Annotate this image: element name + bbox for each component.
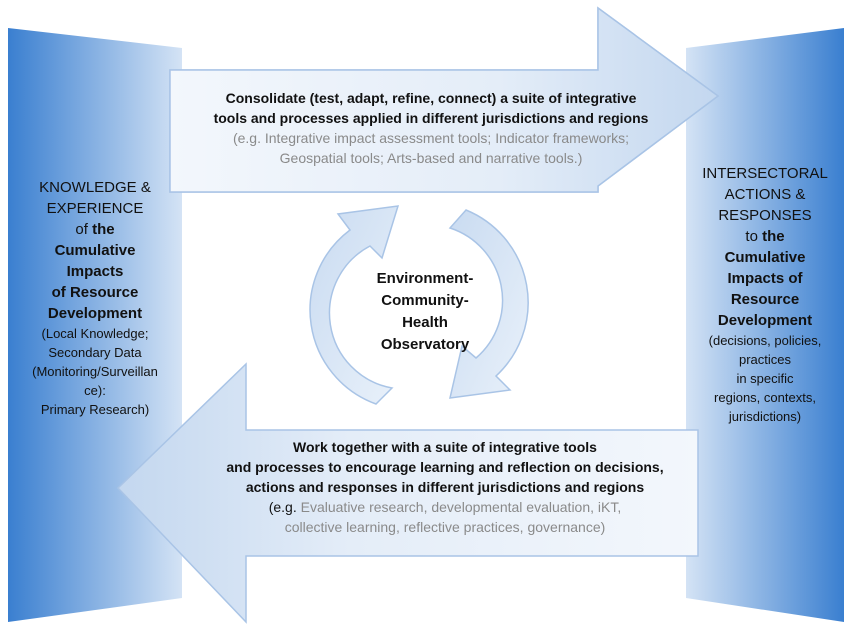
right-sub-1: (decisions, policies,	[708, 333, 822, 348]
left-sub-3: (Monitoring/Surveillan	[32, 364, 158, 379]
left-heading-5: Impacts	[66, 263, 124, 280]
right-sub-2: practices	[738, 352, 792, 367]
right-heading-5: Cumulative	[724, 249, 806, 266]
center-line-1: Environment-	[376, 270, 474, 287]
right-heading-3: RESPONSES	[718, 207, 812, 224]
bottom-arrow-line-1: Work together with a suite of integrativ…	[293, 439, 597, 455]
bottom-arrow-example-2: collective learning, reflective practice…	[284, 519, 606, 535]
left-heading-6: of Resource	[51, 284, 139, 301]
left-sub-2: Secondary Data	[48, 345, 142, 360]
top-arrow-line-1: Consolidate (test, adapt, refine, connec…	[225, 90, 637, 106]
bottom-arrow-text: Work together with a suite of integrativ…	[180, 437, 710, 537]
left-heading-1: KNOWLEDGE &	[39, 179, 151, 196]
top-arrow-example-1: (e.g. Integrative impact assessment tool…	[232, 130, 630, 146]
cycle-arrow-right	[448, 209, 529, 399]
center-line-2: Community-	[381, 292, 469, 309]
top-arrow-line-2: tools and processes applied in different…	[213, 110, 649, 126]
left-sub-4: ce):	[84, 383, 106, 398]
bottom-arrow-line-2: and processes to encourage learning and …	[226, 459, 664, 475]
top-arrow-example-2: Geospatial tools; Arts-based and narrati…	[279, 150, 583, 166]
right-panel	[686, 28, 844, 622]
right-heading-8: Development	[717, 312, 813, 329]
left-sub-5: Primary Research)	[40, 402, 150, 417]
left-heading-3: of the	[75, 221, 115, 238]
right-heading-6: Impacts of	[727, 270, 803, 287]
top-arrow-text: Consolidate (test, adapt, refine, connec…	[176, 88, 686, 168]
center-line-3: Health	[402, 314, 448, 331]
right-panel-text: INTERSECTORAL ACTIONS & RESPONSES to the…	[686, 163, 844, 426]
left-heading-4: Cumulative	[54, 242, 136, 259]
bottom-arrow-example-1: (e.g. Evaluative research, developmental…	[268, 499, 622, 515]
right-sub-4: regions, contexts,	[714, 390, 816, 405]
left-sub-1: (Local Knowledge;	[41, 326, 149, 341]
bottom-arrow	[116, 362, 699, 624]
right-sub-5: jurisdictions)	[728, 409, 802, 424]
center-text: Environment- Community- Health Observato…	[340, 268, 510, 356]
cycle-arrow-left	[309, 205, 400, 405]
top-arrow-body	[169, 6, 720, 193]
right-heading-2: ACTIONS &	[724, 186, 806, 203]
right-heading-4: to the	[745, 228, 785, 245]
center-line-4: Observatory	[380, 336, 470, 353]
left-heading-7: Development	[47, 305, 143, 322]
right-sub-3: in specific	[736, 371, 794, 386]
bottom-arrow-line-3: actions and responses in different juris…	[245, 479, 645, 495]
right-heading-1: INTERSECTORAL	[702, 165, 828, 182]
right-heading-7: Resource	[730, 291, 800, 308]
left-heading-2: EXPERIENCE	[46, 200, 144, 217]
left-panel-text: KNOWLEDGE & EXPERIENCE of the Cumulative…	[8, 177, 182, 419]
